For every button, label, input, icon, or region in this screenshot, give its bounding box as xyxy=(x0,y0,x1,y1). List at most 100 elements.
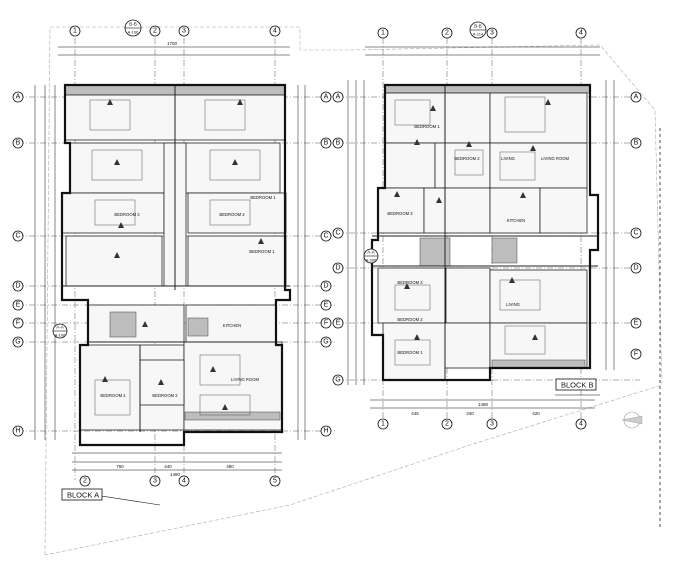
svg-text:A-106: A-106 xyxy=(128,30,139,35)
svg-text:4: 4 xyxy=(182,478,186,485)
svg-text:D: D xyxy=(15,283,20,290)
svg-text:H: H xyxy=(323,428,328,435)
block-a-bottom-dim-2: 440 xyxy=(164,464,172,469)
svg-text:F: F xyxy=(634,351,638,358)
room-label: BEDROOM 1 xyxy=(397,350,423,355)
svg-text:F: F xyxy=(16,320,20,327)
svg-text:B: B xyxy=(324,140,329,147)
north-arrow-icon xyxy=(621,411,643,429)
svg-text:2: 2 xyxy=(445,30,449,37)
svg-text:A-106: A-106 xyxy=(55,333,66,338)
svg-text:C: C xyxy=(633,230,638,237)
block-b-level-markers xyxy=(394,99,551,340)
svg-text:E: E xyxy=(324,302,329,309)
block-b-bottom-dim-2: 340 xyxy=(466,411,474,416)
block-b-bottom-dim-3: 420 xyxy=(532,411,540,416)
svg-text:F: F xyxy=(324,320,328,327)
svg-text:C: C xyxy=(323,233,328,240)
block-a-row-bubbles-right: A B C D E F G H xyxy=(320,91,332,437)
room-label: BEDROOM 1 xyxy=(414,124,440,129)
block-b-bottom-dim-1: 445 xyxy=(411,411,419,416)
svg-text:2: 2 xyxy=(445,421,449,428)
svg-text:5: 5 xyxy=(273,478,277,485)
svg-text:A: A xyxy=(336,94,341,101)
block-a-bottom-total-dim: 1480 xyxy=(170,472,181,477)
block-b-room-labels: BEDROOM 1 BEDROOM 2 LIVING LIVING ROOM B… xyxy=(387,124,569,355)
block-b-walls xyxy=(370,83,600,382)
svg-text:A-A: A-A xyxy=(367,250,375,255)
svg-text:A-206: A-206 xyxy=(366,258,377,263)
block-a-dimension-top: 1700 xyxy=(58,41,290,56)
svg-text:B-B: B-B xyxy=(129,22,137,27)
room-label: LIVING ROOM xyxy=(541,156,569,161)
room-label: BEDROOM 1 xyxy=(100,393,126,398)
block-b-section-marker: B-B A-114 A-A A-206 xyxy=(363,21,487,264)
block-a-plan: 1700 760 440 480 1480 xyxy=(12,19,335,506)
svg-text:B: B xyxy=(336,140,341,147)
block-a-room-labels: BEDROOM 1 BEDROOM 2 BEDROOM 3 BEDROOM 1 … xyxy=(100,195,276,398)
svg-text:3: 3 xyxy=(153,478,157,485)
block-b-label: BLOCK B xyxy=(561,381,594,390)
svg-text:E: E xyxy=(16,302,21,309)
block-a-walls xyxy=(60,83,292,447)
block-a-furniture xyxy=(89,99,261,416)
block-a-row-bubbles-left: A B C D E F G H xyxy=(12,91,24,437)
block-b-column-bubbles-top: 1 2 3 4 xyxy=(377,27,587,39)
svg-text:B-B: B-B xyxy=(474,24,482,29)
room-label: LIVING xyxy=(501,156,515,161)
svg-text:3: 3 xyxy=(182,28,186,35)
block-a-bottom-dim-1: 760 xyxy=(116,464,124,469)
svg-text:A-A: A-A xyxy=(56,325,64,330)
svg-text:A: A xyxy=(324,94,329,101)
svg-text:1: 1 xyxy=(381,30,385,37)
block-a-section-marker: B-B A-106 A-A A-106 xyxy=(52,19,142,339)
room-label: BEDROOM 3 xyxy=(114,212,140,217)
svg-text:A: A xyxy=(634,94,639,101)
svg-text:G: G xyxy=(323,339,328,346)
block-b-title: BLOCK B xyxy=(555,378,600,396)
svg-text:1: 1 xyxy=(73,28,77,35)
block-a-top-total-dim: 1700 xyxy=(167,41,178,46)
svg-text:G: G xyxy=(15,339,20,346)
svg-text:C: C xyxy=(15,233,20,240)
svg-text:B: B xyxy=(634,140,639,147)
block-a-level-markers xyxy=(102,99,264,410)
room-label: BEDROOM 1 xyxy=(249,249,275,254)
room-label: BEDROOM 2 xyxy=(219,212,245,217)
room-label: BEDROOM 3 xyxy=(387,211,413,216)
svg-text:A-114: A-114 xyxy=(473,32,484,37)
block-a-dimension-right xyxy=(297,85,306,440)
block-b-row-bubbles-right: A B C D E F xyxy=(630,91,642,360)
block-b-column-bubbles-bottom: 1 2 3 4 xyxy=(377,418,587,430)
block-a-column-bubbles-top: 1 2 3 4 xyxy=(69,25,281,37)
svg-text:D: D xyxy=(633,265,638,272)
svg-text:4: 4 xyxy=(579,30,583,37)
room-label: KITCHEN xyxy=(223,323,241,328)
block-a-title: BLOCK A xyxy=(61,488,161,506)
svg-text:4: 4 xyxy=(273,28,277,35)
block-b-furniture xyxy=(394,96,546,366)
svg-text:3: 3 xyxy=(490,30,494,37)
svg-text:E: E xyxy=(634,320,639,327)
block-b-plan: 445 340 420 1480 xyxy=(332,21,643,430)
svg-text:1: 1 xyxy=(381,421,385,428)
site-boundary xyxy=(44,26,663,556)
block-a-column-bubbles-bottom: 2 3 4 5 xyxy=(79,475,281,487)
block-a-bottom-dim-3: 480 xyxy=(226,464,234,469)
svg-text:D: D xyxy=(323,283,328,290)
block-b-row-bubbles-left: A B C D E G xyxy=(332,91,344,386)
svg-text:A: A xyxy=(16,94,21,101)
block-a-dimension-bottom: 760 440 480 1480 xyxy=(72,452,282,477)
svg-text:B: B xyxy=(16,140,21,147)
block-b-bottom-total-dim: 1480 xyxy=(478,402,489,407)
block-a-label: BLOCK A xyxy=(67,491,99,500)
block-b-dimensions: 445 340 420 1480 xyxy=(347,46,615,416)
svg-text:2: 2 xyxy=(83,478,87,485)
svg-text:H: H xyxy=(15,428,20,435)
room-label: BEDROOM 1 xyxy=(250,195,276,200)
svg-text:4: 4 xyxy=(579,421,583,428)
room-label: BEDROOM 2 xyxy=(454,156,480,161)
room-label: KITCHEN xyxy=(507,218,525,223)
room-label: LIVING ROOM xyxy=(231,377,259,382)
room-label: LIVING xyxy=(506,302,520,307)
